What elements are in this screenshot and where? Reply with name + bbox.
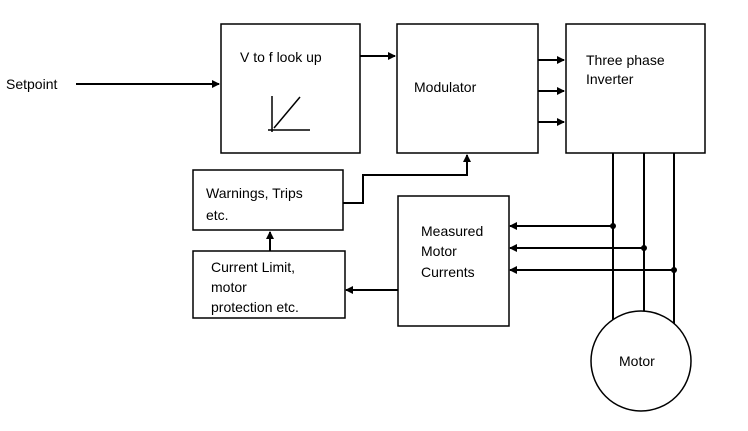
setpoint-label: Setpoint — [6, 76, 57, 92]
modulator-label: Modulator — [414, 79, 477, 95]
warnings-line1: Warnings, Trips — [206, 185, 303, 201]
current-limit-line3: protection etc. — [211, 299, 299, 315]
inverter-label-line2: Inverter — [586, 71, 634, 87]
measured-label-line1: Measured — [421, 223, 483, 239]
phase-lines — [612, 153, 675, 328]
warnings-to-modulator-arrow — [343, 154, 471, 204]
measured-label-line2: Motor — [421, 243, 457, 259]
inverter-label-line1: Three phase — [586, 52, 665, 68]
warnings-block: Warnings, Trips etc. — [192, 169, 344, 231]
warnings-line2: etc. — [206, 207, 229, 223]
measured-label-line3: Currents — [421, 264, 475, 280]
current-limit-line1: Current Limit, — [211, 259, 295, 275]
measured-currents-block: Measured Motor Currents — [397, 195, 510, 327]
vf-curve-icon — [268, 96, 310, 132]
modulator-block: Modulator — [396, 23, 539, 154]
motor-label: Motor — [619, 353, 655, 369]
current-limit-line2: motor — [211, 279, 247, 295]
vf-lookup-block: V to f look up — [220, 23, 361, 154]
vf-lookup-label: V to f look up — [240, 49, 322, 65]
inverter-block: Three phase Inverter — [565, 23, 706, 154]
current-limit-block: Current Limit, motor protection etc. — [192, 250, 346, 319]
motor: Motor — [590, 310, 692, 412]
